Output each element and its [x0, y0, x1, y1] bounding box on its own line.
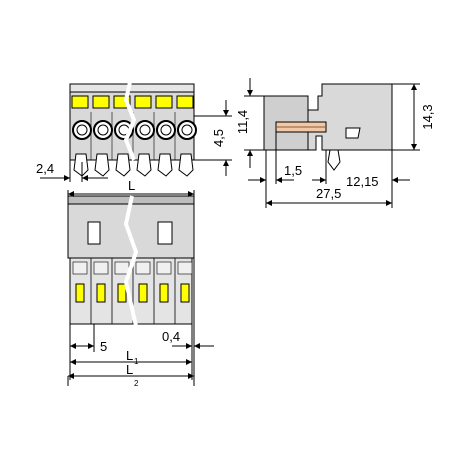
top-break-line — [123, 195, 139, 327]
top-dim-L2-sub: 2 — [134, 379, 139, 388]
front-foot — [136, 153, 152, 177]
top-latch — [96, 283, 106, 303]
top-notch-left — [87, 221, 101, 245]
top-cell — [93, 261, 109, 275]
side-dim-pin-label: 1,5 — [284, 163, 302, 178]
top-cell — [114, 261, 130, 275]
front-socket-inner — [97, 124, 109, 136]
side-dim-body-label: 12,15 — [346, 174, 379, 189]
top-dim-L1-sub: 1 — [134, 357, 139, 366]
top-poles — [69, 258, 193, 324]
top-latch — [159, 283, 169, 303]
top-latch — [180, 283, 190, 303]
top-cell — [135, 261, 151, 275]
front-top-ridge — [69, 83, 195, 93]
top-latch — [138, 283, 148, 303]
front-foot — [157, 153, 173, 177]
top-latch — [117, 283, 127, 303]
front-foot — [73, 153, 89, 177]
side-dim-total-label: 14,3 — [420, 104, 435, 129]
top-dim-L1-label: L — [126, 348, 133, 363]
side-dim-inner-label: 11,4 — [235, 110, 250, 134]
side-dim-length-label: 27,5 — [316, 186, 341, 201]
front-socket-inner — [181, 124, 193, 136]
top-dim-pitch-label: 5 — [100, 339, 107, 354]
front-foot — [94, 153, 110, 177]
top-cell — [72, 261, 88, 275]
side-snap-foot — [327, 149, 341, 171]
front-dim-height-label: 4,5 — [211, 129, 226, 147]
front-socket-inner — [160, 124, 172, 136]
front-foot — [178, 153, 194, 177]
front-dim-offset-label: 2,4 — [36, 161, 54, 176]
top-view: L 5 0,4 L 1 L 2 — [67, 178, 214, 388]
top-dim-L2-label: L — [126, 362, 133, 377]
front-view: 2,4 4,5 — [36, 81, 232, 182]
top-latch — [75, 283, 85, 303]
front-socket-inner — [76, 124, 88, 136]
top-notch-right — [157, 221, 173, 245]
front-latch — [176, 95, 194, 109]
front-latch — [155, 95, 173, 109]
front-latch — [71, 95, 89, 109]
top-cell — [156, 261, 172, 275]
side-latch-window — [345, 127, 361, 139]
front-break-line — [123, 81, 137, 161]
top-cell — [177, 261, 193, 275]
front-latch — [134, 95, 152, 109]
side-view: 11,4 14,3 1,5 12,15 27,5 — [235, 78, 435, 208]
front-latch — [92, 95, 110, 109]
front-foot — [115, 153, 131, 177]
front-socket-inner — [139, 124, 151, 136]
top-dim-gap-label: 0,4 — [162, 329, 180, 344]
top-dim-L-label: L — [128, 178, 135, 193]
front-poles — [69, 95, 197, 177]
